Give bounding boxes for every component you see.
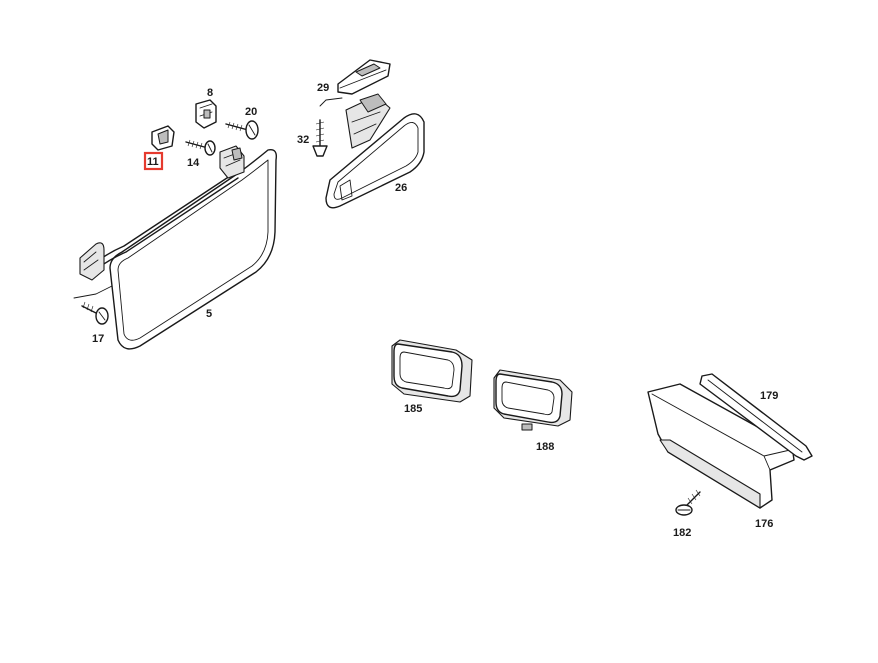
label-part-179: 179 <box>760 390 778 402</box>
screw-part-182[interactable] <box>675 489 701 516</box>
tray-part-176[interactable] <box>647 383 795 509</box>
label-part-14: 14 <box>187 157 200 169</box>
cap-part-11[interactable] <box>151 125 175 151</box>
vanity-mirror-185[interactable] <box>391 339 473 403</box>
label-part-20: 20 <box>245 106 257 118</box>
label-part-185: 185 <box>404 403 422 415</box>
sun-visor[interactable] <box>73 149 278 350</box>
label-part-11: 11 <box>147 156 159 168</box>
label-part-176: 176 <box>755 518 773 530</box>
trim-strip-part-179[interactable] <box>699 373 813 461</box>
label-part-29: 29 <box>317 82 329 94</box>
screw-part-17[interactable] <box>81 301 109 325</box>
screw-part-20[interactable] <box>225 120 259 140</box>
vanity-mirror-188[interactable] <box>493 369 573 431</box>
clip-part-8[interactable] <box>195 99 217 129</box>
mount-plate-part-29[interactable] <box>319 59 391 107</box>
rear-view-mirror[interactable] <box>325 93 425 209</box>
label-part-188: 188 <box>536 441 554 453</box>
label-part-5: 5 <box>206 308 212 320</box>
label-part-32: 32 <box>297 134 309 146</box>
highlight-box-part-11 <box>143 151 164 171</box>
label-part-8: 8 <box>207 87 213 99</box>
screw-part-32[interactable] <box>312 119 328 157</box>
label-part-26: 26 <box>395 182 407 194</box>
visor-clip[interactable] <box>219 145 245 179</box>
label-part-182: 182 <box>673 527 691 539</box>
label-part-17: 17 <box>92 333 104 345</box>
screw-part-14[interactable] <box>185 139 216 156</box>
